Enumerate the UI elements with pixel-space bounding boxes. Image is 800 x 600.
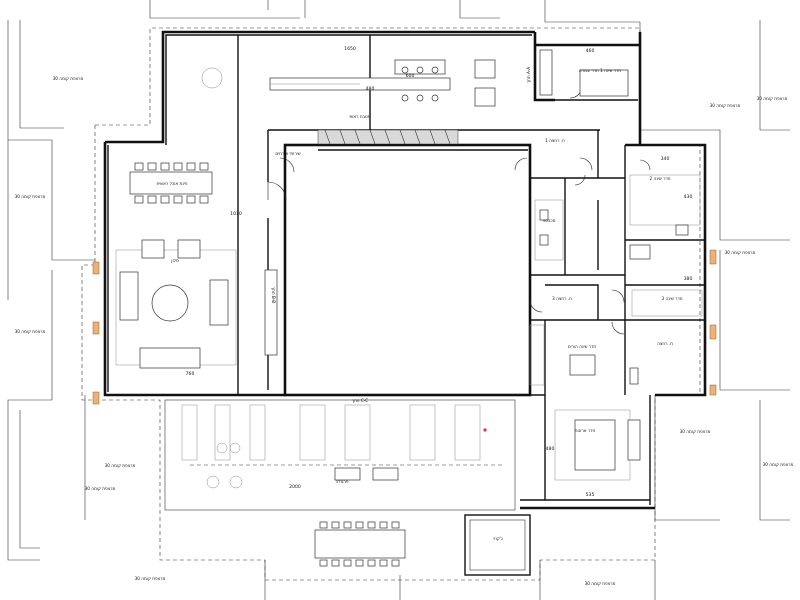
label-slab-e: מרצפת קומה 30 <box>725 250 756 255</box>
bathrooms <box>529 174 703 386</box>
label-slab-ne2: מרצפת קומה 30 <box>757 96 788 101</box>
dim-right-wing: 460 <box>586 48 595 54</box>
doors <box>267 85 651 335</box>
dim-terrace-w: 2000 <box>289 484 301 490</box>
label-shower-3: ח. רחצה 3 <box>552 296 572 301</box>
label-bedroom-1: חדר שינה 1 חדר עבודה <box>579 68 622 73</box>
label-section-c: חתך C-C <box>352 398 369 403</box>
label-master-bedroom: חדר שינה הורים <box>568 344 597 349</box>
label-slab-e2: מרצפת קומה 30 <box>680 429 711 434</box>
living-room-furniture <box>115 239 278 369</box>
label-bedroom-3: חדר שינה 3 <box>661 296 682 301</box>
terrace-pergola <box>164 399 531 576</box>
master-bedroom <box>554 354 641 481</box>
dim-kitchen-w: 600 <box>406 73 415 79</box>
label-slab-se: מרצפת קומה 30 <box>763 462 794 467</box>
label-shower-1: ח. רחצה 1 <box>545 138 565 143</box>
label-slab-sw2: מרצפת קומה 30 <box>85 486 116 491</box>
label-living: סלון <box>171 258 179 263</box>
section-labels: חתך A-A חתך B-B חתך C-C <box>271 67 531 403</box>
dim-bedroom2-h: 430 <box>684 194 693 200</box>
dim-bedroom3-h: 380 <box>684 276 693 282</box>
dim-living-depth: 760 <box>186 371 195 377</box>
dim-kitchen-d: 480 <box>366 86 375 92</box>
dim-master-h: 480 <box>546 446 555 452</box>
label-master-bath: ח. רחצה <box>657 341 673 346</box>
label-dressing: חדר ארונות <box>575 428 596 433</box>
label-laundry: מכבסה <box>543 218 556 223</box>
perimeter-dashed <box>81 27 701 581</box>
label-slab-sw: מרצפת קומה 30 <box>105 463 136 468</box>
kitchen-counters <box>201 59 496 145</box>
label-slab-nw: מרצפת קומה 30 <box>53 76 84 81</box>
bedroom-1 <box>539 49 629 97</box>
dim-bedroom2-w: 340 <box>661 156 670 162</box>
label-slab-ne: מרצפת קומה 30 <box>710 103 741 108</box>
room-labels: פינת אוכל ראשית סלון מטבח ראשי שירותי או… <box>157 68 683 541</box>
label-slab-w1: מרצפת קומה 30 <box>15 194 46 199</box>
dimension-labels: 1650 460 600 480 760 1010 340 430 380 53… <box>186 46 693 498</box>
dining-table <box>129 162 213 204</box>
dim-living-len: 1010 <box>230 211 242 217</box>
stools <box>401 66 439 102</box>
label-slab-s2: מרצפת קומה 30 <box>585 581 616 586</box>
label-dining: פינת אוכל ראשית <box>157 181 188 186</box>
label-pergola: פרגולה <box>336 479 349 484</box>
dim-top-width: 1650 <box>344 46 356 52</box>
columns <box>92 249 717 405</box>
label-slab-s: מרצפת קומה 30 <box>135 576 166 581</box>
walkway-labels: מרצפת קומה 30 מרצפת קומה 30 מרצפת קומה 3… <box>15 76 794 586</box>
label-kitchen: מטבח ראשי <box>349 114 370 119</box>
dim-master-w: 535 <box>586 492 595 498</box>
label-jacuzzi: ג'קוזי <box>493 536 503 541</box>
label-slab-w2: מרצפת קומה 30 <box>15 329 46 334</box>
label-section-b: חתך B-B <box>271 287 276 303</box>
label-bedroom-2: חדר שינה 2 <box>649 176 670 181</box>
label-section-a: חתך A-A <box>526 67 531 83</box>
label-guest-wc: שירותי אורחים <box>275 151 300 156</box>
